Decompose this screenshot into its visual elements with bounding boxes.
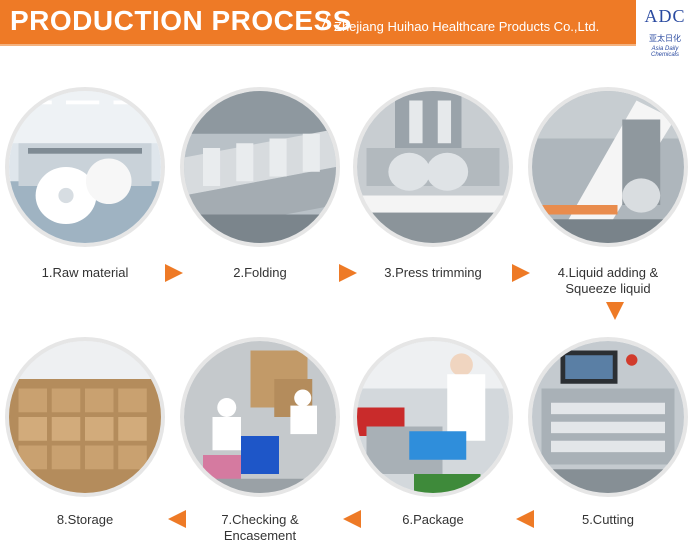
step-7-photo [180, 337, 340, 497]
step-7-label-line1: 7.Checking & [221, 512, 299, 527]
logo-mark: ADC [644, 6, 686, 26]
step-4-label-line1: 4.Liquid adding & [557, 265, 659, 280]
step-4-photo [528, 87, 688, 247]
arrow-down-icon [606, 302, 624, 320]
step-5-label: 5.Cutting [581, 512, 635, 527]
company-logo: ADC 亚太日化 Asia Daily Chemicals [640, 4, 690, 70]
step-8-label: 8.Storage [56, 512, 114, 527]
step-3-photo [353, 87, 513, 247]
arrow-left-icon [168, 510, 186, 528]
step-7-label: 7.Checking & Encasement [190, 512, 330, 544]
arrow-right-icon [512, 264, 530, 282]
package-image [357, 341, 509, 493]
arrow-left-icon [516, 510, 534, 528]
folding-machine-image [184, 91, 336, 243]
step-2-photo [180, 87, 340, 247]
header-underline [0, 44, 636, 46]
liquid-adding-image [532, 91, 684, 243]
step-5-photo [528, 337, 688, 497]
press-trimming-image [357, 91, 509, 243]
logo-chinese-name: 亚太日化 [649, 34, 681, 43]
checking-encasement-image [184, 341, 336, 493]
step-1-label: 1.Raw material [41, 265, 129, 280]
logo-english-name: Asia Daily Chemicals [650, 46, 679, 58]
raw-material-image [9, 91, 161, 243]
step-4-label-line2: Squeeze liquid [565, 281, 651, 296]
step-8-photo [5, 337, 165, 497]
step-6-label: 6.Package [402, 512, 464, 527]
title-separator: / [322, 13, 328, 33]
step-7-label-line2: Encasement [223, 528, 297, 543]
arrow-right-icon [165, 264, 183, 282]
step-2-label: 2.Folding [233, 265, 287, 280]
step-3-label: 3.Press trimming [384, 265, 482, 280]
cutting-machine-image [532, 341, 684, 493]
page-title: PRODUCTION PROCESS [10, 5, 352, 36]
header-banner: PRODUCTION PROCESS / Zhejiang Huihao Hea… [0, 0, 636, 44]
company-name: Zhejiang Huihao Healthcare Products Co.,… [334, 19, 600, 34]
arrow-right-icon [339, 264, 357, 282]
step-6-photo [353, 337, 513, 497]
step-1-photo [5, 87, 165, 247]
arrow-left-icon [343, 510, 361, 528]
step-4-label: 4.Liquid adding & Squeeze liquid [538, 265, 678, 297]
storage-warehouse-image [9, 341, 161, 493]
